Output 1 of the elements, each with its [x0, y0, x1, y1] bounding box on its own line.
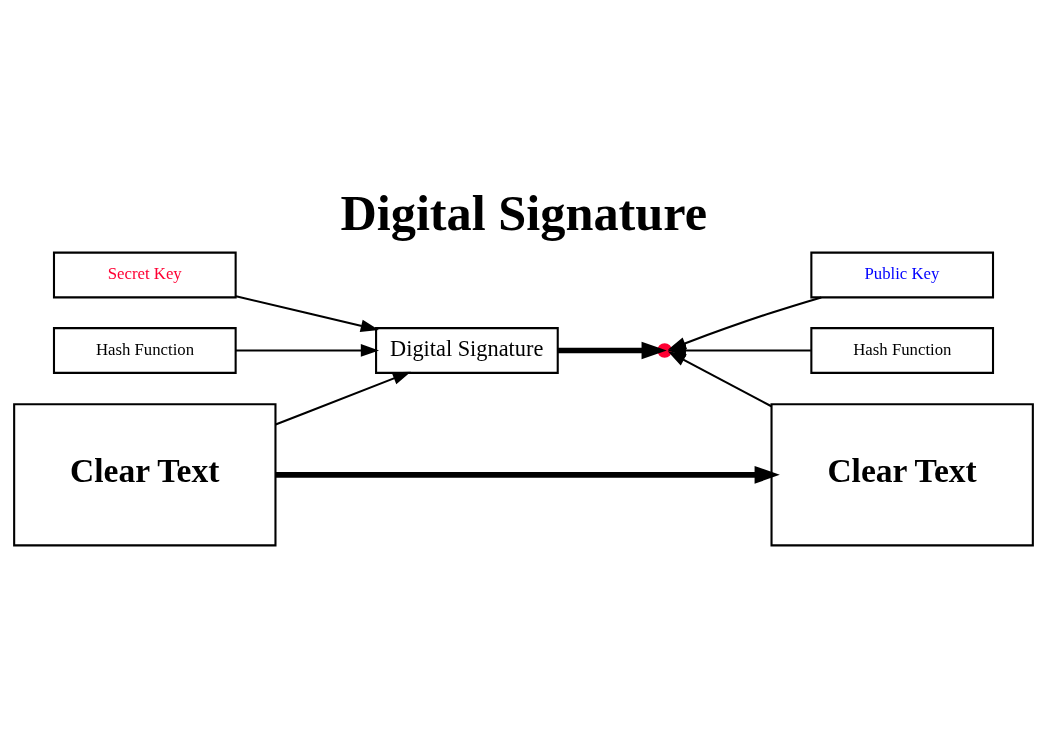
diagram-title: Digital Signature — [340, 185, 707, 242]
